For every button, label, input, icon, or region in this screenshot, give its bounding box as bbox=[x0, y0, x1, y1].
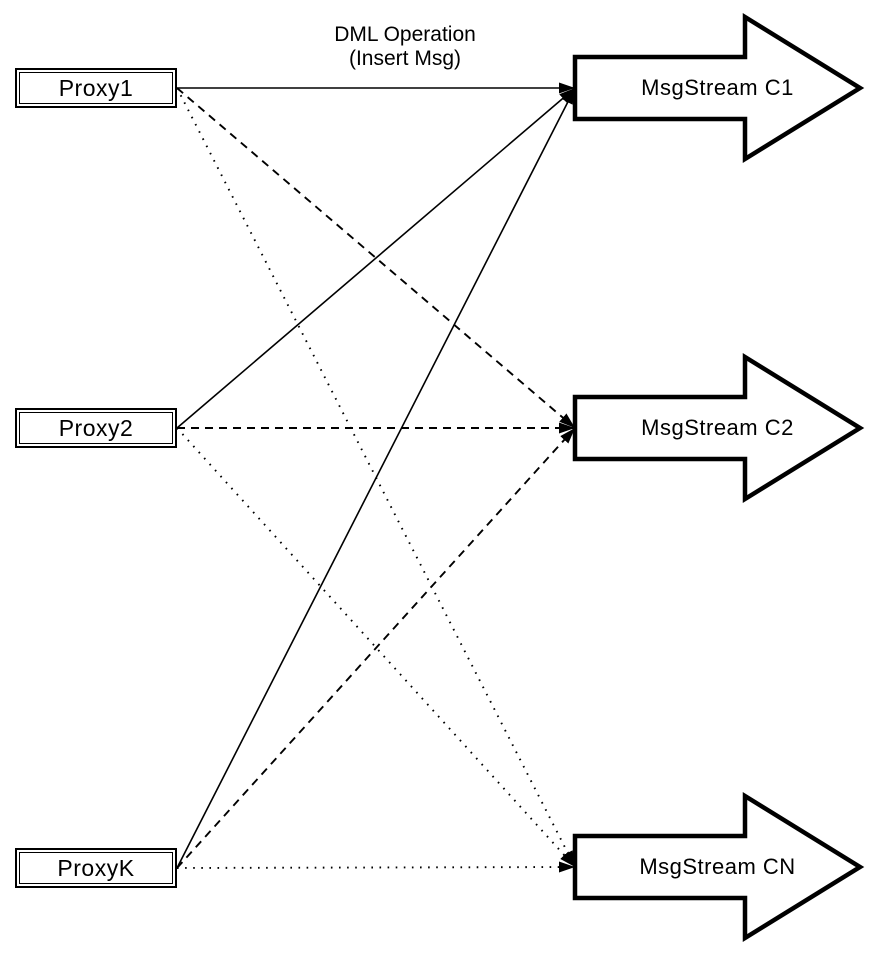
node-proxy1: Proxy1 bbox=[15, 68, 177, 108]
msgstream-cn-arrow-shape bbox=[572, 791, 865, 943]
connection-proxyk-c2 bbox=[176, 427, 576, 869]
msgstream-c2-arrow-shape bbox=[572, 352, 865, 504]
proxy1-label: Proxy1 bbox=[58, 74, 134, 101]
msgstream-c1-arrow-shape bbox=[572, 12, 865, 164]
connection-proxy2-c1 bbox=[176, 87, 576, 429]
proxy2-label: Proxy2 bbox=[58, 414, 134, 441]
connection-proxy2-cn bbox=[176, 427, 576, 868]
node-proxy2: Proxy2 bbox=[15, 408, 177, 448]
connection-proxy1-c2 bbox=[176, 87, 576, 429]
node-proxyk: ProxyK bbox=[15, 848, 177, 888]
connection-proxyk-c1 bbox=[176, 87, 576, 869]
dml-operation-label: DML Operation (Insert Msg) bbox=[334, 23, 476, 70]
proxyk-label: ProxyK bbox=[57, 854, 135, 881]
connections-layer bbox=[176, 82, 576, 873]
connection-proxyk-cn bbox=[176, 861, 576, 873]
stream-shapes bbox=[572, 12, 865, 943]
